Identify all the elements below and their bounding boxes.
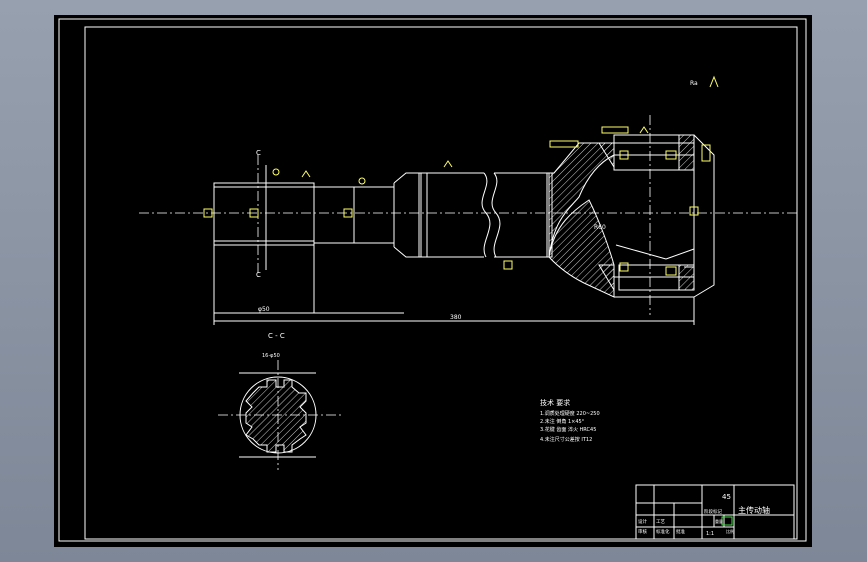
inner-frame bbox=[84, 26, 798, 540]
left-dimension-text: φ50 bbox=[258, 306, 270, 313]
technical-requirements: 技术 要求 1.调质处理硬度 220~250 2.未注 倒角 1×45° 3.花… bbox=[540, 398, 600, 443]
spline-dim-label: 16-φ50 bbox=[262, 353, 280, 359]
part-name-text: 主传动轴 bbox=[738, 505, 770, 515]
tb-label-standard: 标准化 bbox=[656, 528, 670, 535]
overall-dimension: 380 φ50 bbox=[213, 245, 695, 325]
tb-label-review: 审核 bbox=[638, 528, 647, 535]
section-mark-bottom: C bbox=[256, 271, 261, 279]
section-mark-top: C bbox=[256, 149, 261, 157]
section-view-title: C - C bbox=[268, 332, 285, 340]
middle-journal bbox=[313, 172, 419, 258]
tb-label-approve: 批准 bbox=[676, 528, 685, 535]
material-text: 45 bbox=[722, 493, 731, 501]
tb-scale: 1:1 bbox=[706, 531, 714, 537]
yoke-fork bbox=[548, 115, 715, 315]
title-block: 45 主传动轴 设计 审核 工艺 标准化 批准 阶段标记 重量 比例 1:1 bbox=[635, 484, 795, 540]
tech-req-item-3: 3.花键 齿面 淬火 HRC45 bbox=[540, 426, 596, 433]
roughness-corner: Ra bbox=[690, 80, 698, 87]
overall-dimension-text: 380 bbox=[450, 314, 462, 321]
angle-label: R60 bbox=[594, 224, 606, 231]
tb-label-process: 工艺 bbox=[656, 519, 665, 525]
left-spline-journal bbox=[213, 155, 315, 314]
main-shaft bbox=[418, 172, 553, 258]
tech-req-title: 技术 要求 bbox=[540, 398, 570, 407]
tech-req-item-2: 2.未注 倒角 1×45° bbox=[540, 418, 585, 425]
annotation-marks bbox=[203, 75, 719, 276]
tb-ratio-label: 比例 bbox=[726, 528, 734, 534]
drawing-canvas: 380 φ50 C C Ra R60 bbox=[58, 18, 807, 542]
tb-weight-label: 重量 bbox=[715, 518, 723, 524]
tech-req-item-4: 4.未注尺寸公差按 IT12 bbox=[540, 436, 592, 443]
tech-req-item-1: 1.调质处理硬度 220~250 bbox=[540, 410, 600, 417]
section-view-cc: C - C 16-φ50 bbox=[218, 332, 342, 470]
outer-frame bbox=[58, 18, 807, 542]
tb-label-design: 设计 bbox=[638, 518, 647, 525]
tb-stage-label: 阶段标记 bbox=[704, 508, 722, 515]
drawing-sheet: 380 φ50 C C Ra R60 bbox=[54, 15, 812, 547]
